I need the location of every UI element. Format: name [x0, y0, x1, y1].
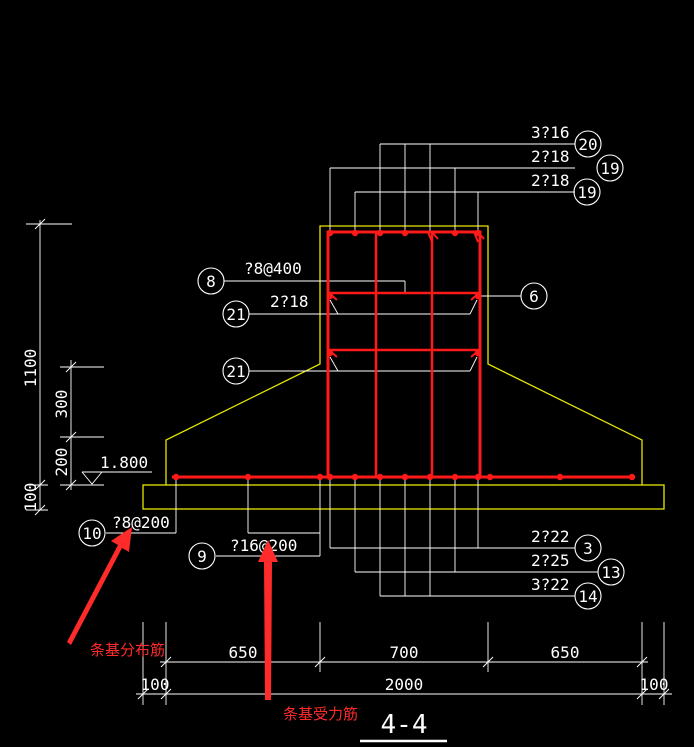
distribution-bar-note: 条基分布筋	[90, 642, 165, 659]
tag-19b: 19	[577, 183, 596, 202]
tag-circle-9	[188, 542, 216, 570]
tag-circle-14	[574, 582, 602, 610]
tag-circle-21b	[222, 357, 250, 385]
section-title: 4-4	[381, 710, 428, 740]
dim-vertical-300: 300	[52, 390, 71, 419]
bottom-bar-dot	[628, 473, 636, 481]
dim-segment-right: 650	[551, 643, 580, 662]
top-bar-dot	[474, 229, 482, 237]
tag-circle-6	[520, 282, 548, 310]
tag-circle-21a	[222, 300, 250, 328]
dim-segment-middle: 700	[390, 643, 419, 662]
tag-19a: 19	[600, 159, 619, 178]
main-bar-arrow	[258, 540, 278, 700]
tag-circle-13	[597, 558, 625, 586]
dimension-lines	[26, 218, 672, 705]
waist-bar-dot	[474, 349, 482, 357]
stirrup-spec: ?8@400	[244, 259, 302, 278]
tag-14: 14	[578, 587, 597, 606]
tag-21b: 21	[226, 362, 245, 381]
tag-21a: 21	[226, 305, 245, 324]
tag-9: 9	[197, 547, 207, 566]
bottom-bar-dot	[351, 473, 359, 481]
bottom-callout-spec-2: 2?25	[531, 551, 570, 570]
waist-bar-dot	[474, 292, 482, 300]
bottom-bar-dot	[326, 473, 334, 481]
tag-13: 13	[601, 563, 620, 582]
tag-circle-3	[574, 534, 602, 562]
bottom-bar-dot	[172, 473, 180, 481]
elevation-label: 1.800	[100, 453, 148, 472]
footing-outline	[165, 225, 643, 485]
waist-spec: 2?18	[270, 292, 309, 311]
cushion-layer	[142, 484, 665, 510]
bottom-bar-dot	[316, 473, 324, 481]
top-bar-dot	[401, 229, 409, 237]
dim-left-overhang: 100	[141, 675, 170, 694]
top-bar-dot	[376, 229, 384, 237]
dim-right-overhang: 100	[640, 675, 669, 694]
main-bar-spec: ?16@200	[230, 536, 297, 555]
tag-circle-19a	[596, 154, 624, 182]
bottom-bar-dot	[474, 473, 482, 481]
concrete-outline	[142, 225, 665, 510]
tag-20: 20	[578, 135, 597, 154]
top-bar-dot	[326, 229, 334, 237]
tag-3: 3	[583, 539, 593, 558]
annotation-arrows	[67, 527, 278, 700]
dim-vertical-100: 100	[21, 483, 40, 512]
callout-circles	[78, 130, 625, 610]
bottom-bar-dot	[556, 473, 564, 481]
dim-vertical-200: 200	[52, 448, 71, 477]
bottom-bar-dot	[426, 473, 434, 481]
rebar-dots	[172, 229, 636, 481]
tag-circle-20	[574, 130, 602, 158]
dim-segment-left: 650	[229, 643, 258, 662]
bottom-bar-dot	[486, 473, 494, 481]
bottom-bar-dot	[451, 473, 459, 481]
bottom-callout-spec-3: 3?22	[531, 575, 570, 594]
main-bar-note: 条基受力筋	[283, 706, 358, 723]
tag-circle-19b	[573, 178, 601, 206]
top-callout-spec-1: 3?16	[531, 123, 570, 142]
bottom-bar-dot	[401, 473, 409, 481]
top-bar-dot	[351, 229, 359, 237]
bottom-callout-spec-1: 2?22	[531, 527, 570, 546]
tag-circle-10	[78, 519, 106, 547]
rebar	[172, 230, 634, 479]
distribution-bar-arrow	[67, 527, 132, 645]
bottom-bar-dot	[244, 473, 252, 481]
dim-vertical-1100: 1100	[21, 349, 40, 388]
distribution-bar-spec: ?8@200	[112, 513, 170, 532]
dim-total: 2000	[385, 675, 424, 694]
waist-bar-dot	[326, 292, 334, 300]
tag-6: 6	[529, 287, 539, 306]
bottom-bar-dot	[376, 473, 384, 481]
callout-leaders	[106, 143, 598, 597]
tag-8: 8	[206, 272, 216, 291]
top-callout-spec-2: 2?18	[531, 147, 570, 166]
tag-10: 10	[82, 524, 101, 543]
top-callout-spec-3: 2?18	[531, 171, 570, 190]
waist-bar-dot	[326, 349, 334, 357]
tag-circle-8	[197, 267, 225, 295]
top-bar-dot	[451, 229, 459, 237]
column-stirrup-outer	[326, 230, 482, 479]
